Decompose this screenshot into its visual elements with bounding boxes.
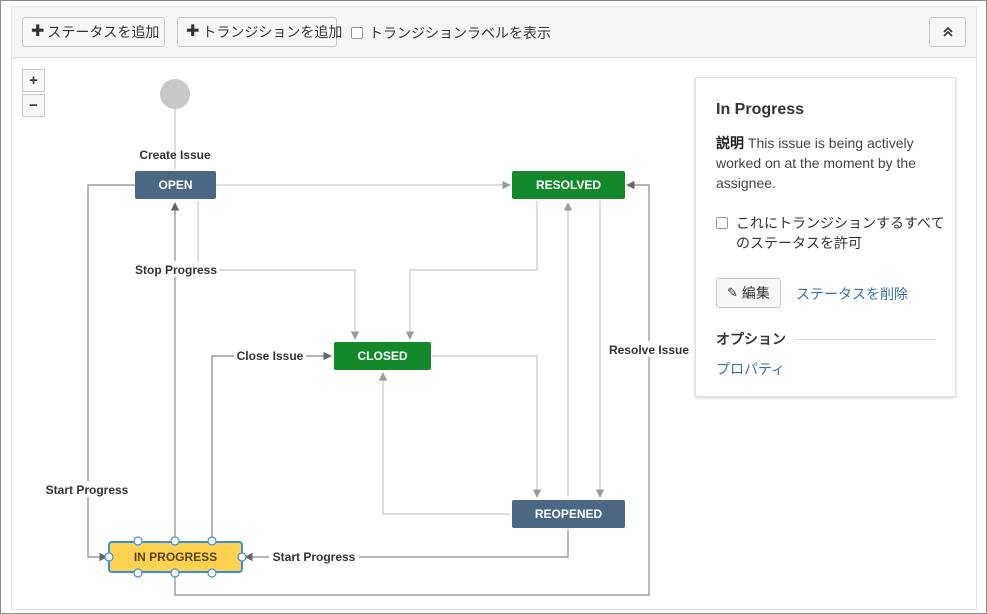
description-text: This issue is being actively worked on a… <box>716 135 916 191</box>
double-chevron-up-icon <box>942 26 953 37</box>
description-label: 説明 <box>716 135 744 151</box>
options-label: オプション <box>716 331 786 347</box>
status-open-label: OPEN <box>158 178 192 192</box>
zoom-in-label: + <box>29 72 38 89</box>
collapse-button[interactable] <box>929 17 966 47</box>
closed-to-reopened-edge[interactable] <box>432 355 542 498</box>
connection-handle[interactable] <box>104 552 114 562</box>
connection-handle[interactable] <box>207 536 217 546</box>
stop-progress-label: Stop Progress <box>135 263 217 277</box>
plus-icon: ✚ <box>31 23 45 40</box>
status-resolved-label: RESOLVED <box>536 178 601 192</box>
properties-link[interactable]: プロパティ <box>716 361 786 377</box>
status-in-progress[interactable]: IN PROGRESS <box>108 541 243 573</box>
toolbar: ✚ ステータスを追加 ✚ トランジションを追加 トランジションラベルを表示 <box>11 6 977 58</box>
status-open[interactable]: OPEN <box>135 171 216 199</box>
show-labels-label: トランジションラベルを表示 <box>369 25 551 41</box>
create-issue-label: Create Issue <box>139 148 211 162</box>
close-issue-label: Close Issue <box>237 349 304 363</box>
panel-title: In Progress <box>716 101 805 118</box>
connection-handle[interactable] <box>133 568 143 578</box>
edit-label: 編集 <box>741 285 770 301</box>
resolved-to-closed-edge[interactable] <box>405 201 538 340</box>
allow-all-label: これにトランジションするすべてのステータスを許可 <box>736 215 945 251</box>
connection-handle[interactable] <box>237 552 247 562</box>
open-to-inprogress-edge[interactable] <box>87 184 135 562</box>
zoom-out-button[interactable]: − <box>22 94 45 117</box>
options-header: オプション <box>716 329 936 349</box>
inprogress-to-closed-edge[interactable] <box>211 351 332 541</box>
resolve-issue-label: Resolve Issue <box>609 343 689 357</box>
allow-all-checkbox[interactable] <box>716 217 728 229</box>
zoom-out-label: − <box>29 97 38 114</box>
status-closed[interactable]: CLOSED <box>334 342 431 370</box>
allow-all-transitions-toggle[interactable]: これにトランジションするすべてのステータスを許可 <box>716 213 946 253</box>
status-reopened[interactable]: REOPENED <box>512 500 625 528</box>
connection-handle[interactable] <box>170 536 180 546</box>
add-transition-button[interactable]: ✚ トランジションを追加 <box>177 17 342 47</box>
delete-status-link[interactable]: ステータスを削除 <box>796 286 908 302</box>
add-transition-label: トランジションを追加 <box>202 24 343 40</box>
zoom-in-button[interactable]: + <box>22 69 45 92</box>
status-resolved[interactable]: RESOLVED <box>512 171 625 199</box>
start-progress-bottom-label: Start Progress <box>273 550 356 564</box>
edit-button[interactable]: ✎ 編集 <box>716 278 781 308</box>
connection-handle[interactable] <box>170 568 180 578</box>
inprogress-to-resolved-edge[interactable] <box>174 180 650 596</box>
status-reopened-label: REOPENED <box>535 507 603 521</box>
pencil-icon: ✎ <box>727 285 738 300</box>
start-progress-left-label: Start Progress <box>46 483 129 497</box>
connection-handle[interactable] <box>133 536 143 546</box>
show-transition-labels-toggle[interactable]: トランジションラベルを表示 <box>351 23 551 43</box>
options-divider <box>794 338 936 340</box>
plus-icon: ✚ <box>186 23 200 40</box>
status-closed-label: CLOSED <box>357 349 407 363</box>
status-details-panel: In Progress 説明 This issue is being activ… <box>695 77 956 397</box>
reopened-to-closed-edge[interactable] <box>378 372 510 515</box>
add-status-button[interactable]: ✚ ステータスを追加 <box>22 17 165 47</box>
show-labels-checkbox[interactable] <box>351 27 363 39</box>
initial-node[interactable] <box>160 79 190 109</box>
status-description: 説明 This issue is being actively worked o… <box>716 133 936 193</box>
connection-handle[interactable] <box>207 568 217 578</box>
status-in-progress-label: IN PROGRESS <box>134 550 217 564</box>
open-to-closed-edge-b[interactable] <box>216 269 360 340</box>
add-status-label: ステータスを追加 <box>47 24 160 40</box>
